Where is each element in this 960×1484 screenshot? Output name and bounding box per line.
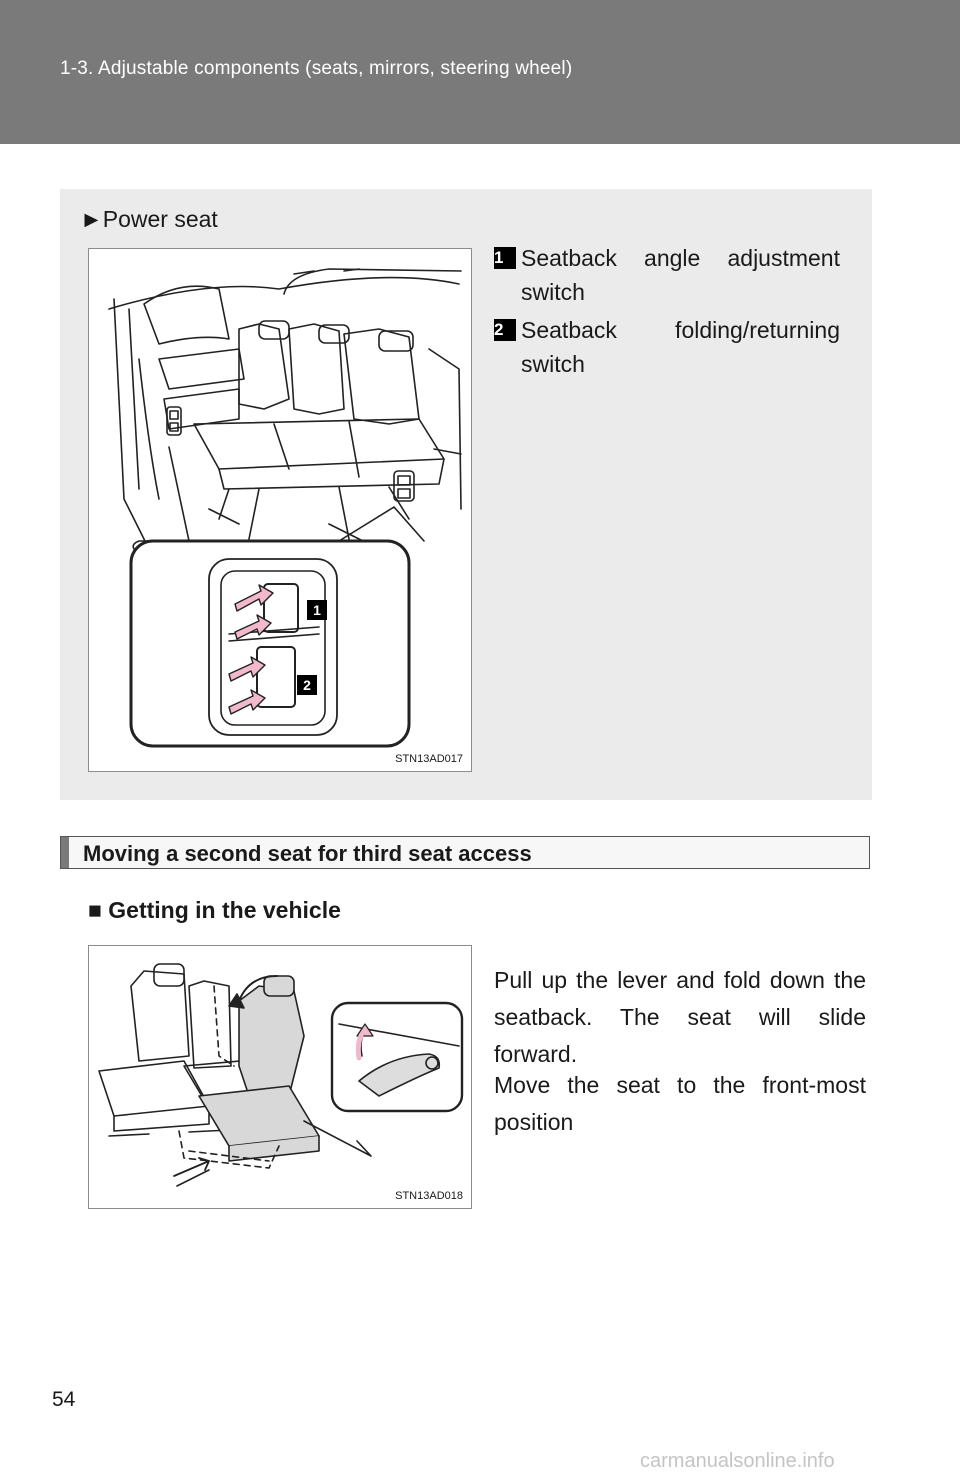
figure-code: STN13AD017: [395, 753, 463, 765]
svg-text:2: 2: [303, 677, 311, 693]
callout-number-2: 2: [297, 675, 317, 695]
legend-number-1: 1: [494, 247, 516, 269]
power-seat-legend: 1 Seatback angle adjustment switch 2 Sea…: [494, 241, 840, 381]
page-number: 54: [52, 1388, 76, 1411]
power-seat-label: ►Power seat: [80, 206, 218, 232]
page-header-title: 1-3. Adjustable components (seats, mirro…: [60, 58, 573, 79]
callout-number-1: 1: [307, 600, 327, 620]
seat-folding-drawing: [98, 963, 464, 1187]
section-heading-bar: [61, 837, 69, 868]
legend-text-2: Seatback folding/returning switch: [521, 317, 840, 377]
section-heading-text: Moving a second seat for third seat acce…: [83, 841, 532, 866]
instruction-paragraph-2: Move the seat to the front-most position: [494, 1072, 866, 1135]
seat-folding-illustration: STN13AD018: [88, 945, 472, 1209]
section-heading: Moving a second seat for third seat acce…: [60, 836, 870, 869]
legend-text-1: Seatback angle adjustment switch: [521, 245, 840, 305]
legend-number-2: 2: [494, 319, 516, 341]
figure-code: STN13AD018: [395, 1190, 463, 1202]
legend-item-2: 2 Seatback folding/returning switch: [494, 313, 840, 381]
legend-item-1: 1 Seatback angle adjustment switch: [494, 241, 840, 309]
svg-text:1: 1: [313, 602, 321, 618]
power-seat-illustration: 1 2 STN13AD017: [88, 248, 472, 772]
page-header-band: [0, 0, 960, 144]
power-seat-drawing: 1 2: [108, 268, 462, 748]
instruction-paragraph-1: Pull up the lever and fold down the seat…: [494, 967, 866, 1067]
subheading: ■ Getting in the vehicle: [88, 897, 341, 923]
watermark: carmanualsonline.info: [640, 1450, 835, 1472]
